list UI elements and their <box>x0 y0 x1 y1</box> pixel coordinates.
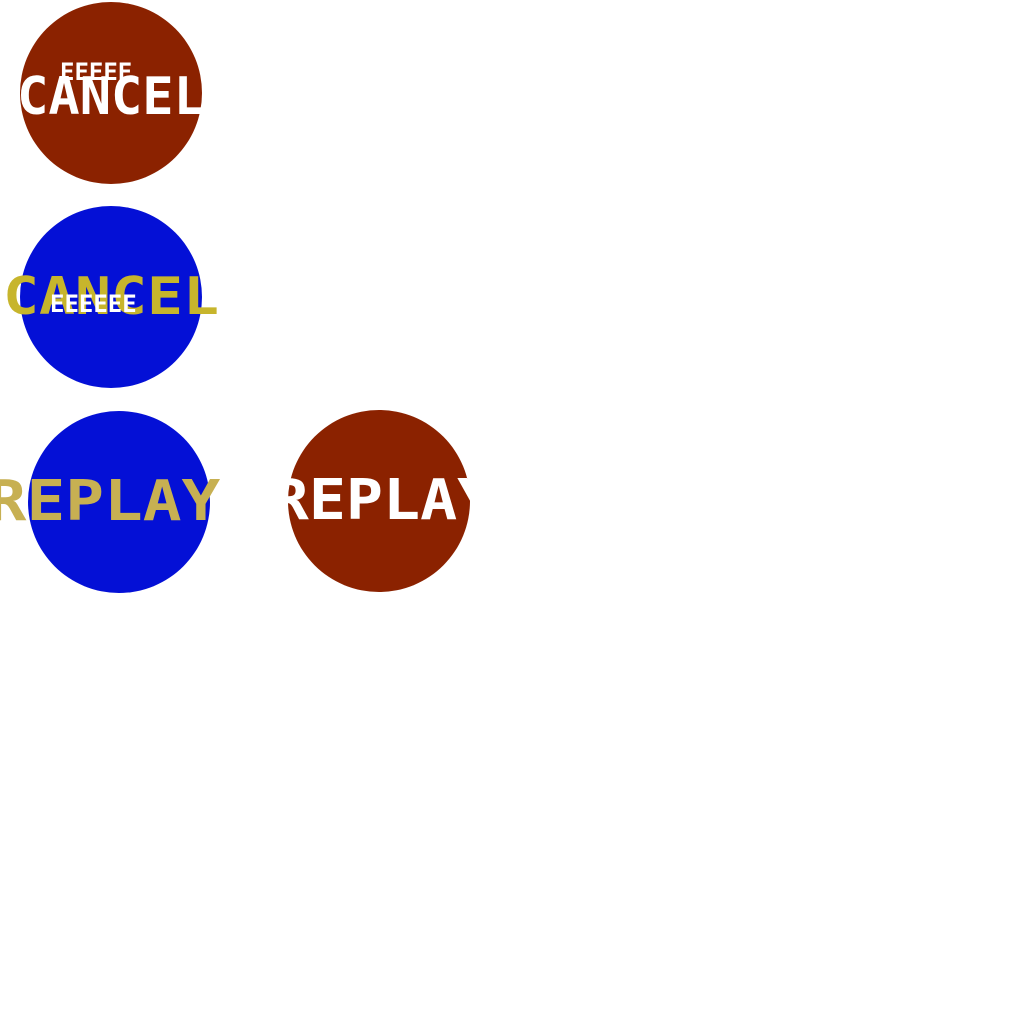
cancel-button-red[interactable]: CANCEL EEEEE <box>17 2 205 184</box>
cancel-button-label: CANCEL <box>17 66 205 127</box>
replay-button-red[interactable]: REPLAY <box>271 410 494 592</box>
replay-button-label: REPLAY <box>0 469 221 534</box>
cancel-button-blue[interactable]: CANCEL EEEEEE <box>3 206 219 388</box>
cancel-button-sublabel: EEEEEE <box>50 290 137 318</box>
replay-button-label: REPLAY <box>271 468 494 533</box>
cancel-button-label: CANCEL <box>2 267 220 327</box>
replay-button-blue[interactable]: REPLAY <box>0 411 221 593</box>
cancel-button-sublabel: EEEEE <box>60 58 133 86</box>
